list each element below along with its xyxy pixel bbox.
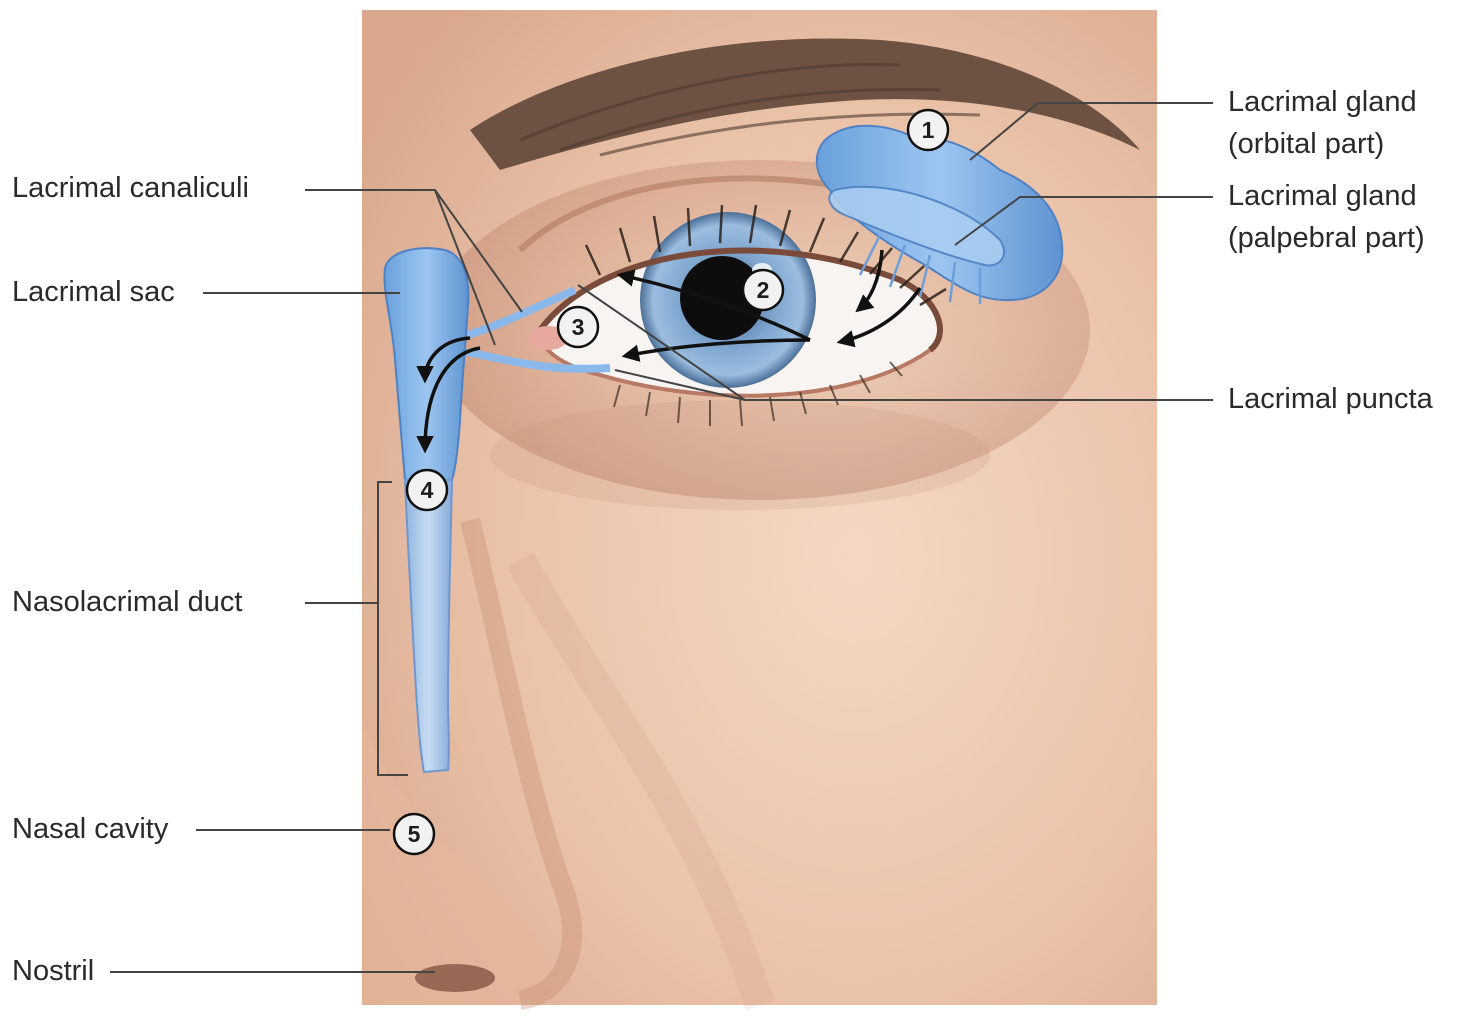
label-lacrimal-gland-orbital-line2: (orbital part) xyxy=(1228,128,1385,160)
nose-bridge-shadow xyxy=(460,517,583,1010)
nasolacrimal-duct xyxy=(403,479,454,774)
upper-eyelid-margin xyxy=(537,247,943,353)
leader-gland-palpebral xyxy=(954,196,1213,246)
cheek-contour xyxy=(506,552,775,1010)
label-nasolacrimal-duct: Nasolacrimal duct xyxy=(12,586,243,618)
nostril-shape xyxy=(415,964,495,992)
leader-puncta xyxy=(577,284,1213,401)
label-lacrimal-canaliculi: Lacrimal canaliculi xyxy=(12,172,249,204)
label-lacrimal-sac: Lacrimal sac xyxy=(12,276,175,308)
svg-text:1: 1 xyxy=(922,117,935,143)
under-eye-shadow xyxy=(490,400,990,510)
leader-canaliculi xyxy=(305,189,523,346)
label-nostril: Nostril xyxy=(12,955,95,987)
step-marker-2: 2 xyxy=(741,268,785,312)
step-marker-3: 3 xyxy=(556,305,600,349)
lacrimal-ductules xyxy=(858,234,982,304)
lacrimal-canaliculus-lower xyxy=(465,348,611,373)
leader-gland-orbital xyxy=(969,102,1213,161)
step-marker-1: 1 xyxy=(906,108,950,152)
label-lacrimal-gland-orbital-line1: Lacrimal gland xyxy=(1228,86,1417,118)
label-nasal-cavity: Nasal cavity xyxy=(12,813,169,845)
eyebrow xyxy=(470,38,1140,170)
svg-text:3: 3 xyxy=(572,314,585,340)
nasolacrimal-duct-bracket xyxy=(377,481,408,776)
label-lacrimal-puncta: Lacrimal puncta xyxy=(1228,383,1433,415)
leader-lines xyxy=(110,102,1213,973)
svg-text:4: 4 xyxy=(421,477,434,503)
svg-text:2: 2 xyxy=(757,277,770,303)
lacrimal-canaliculus-upper xyxy=(466,286,577,339)
tear-flow-arrows xyxy=(416,249,922,454)
lacrimal-gland-palpebral xyxy=(828,185,1005,267)
svg-text:5: 5 xyxy=(408,821,421,847)
step-marker-5: 5 xyxy=(392,812,436,856)
step-marker-4: 4 xyxy=(405,468,449,512)
pupil xyxy=(680,256,764,340)
label-lacrimal-gland-palpebral-line2: (palpebral part) xyxy=(1228,222,1425,254)
lower-eyelashes xyxy=(613,361,903,427)
label-lacrimal-gland-palpebral-line1: Lacrimal gland xyxy=(1228,180,1417,212)
nose-shape xyxy=(362,720,550,1005)
